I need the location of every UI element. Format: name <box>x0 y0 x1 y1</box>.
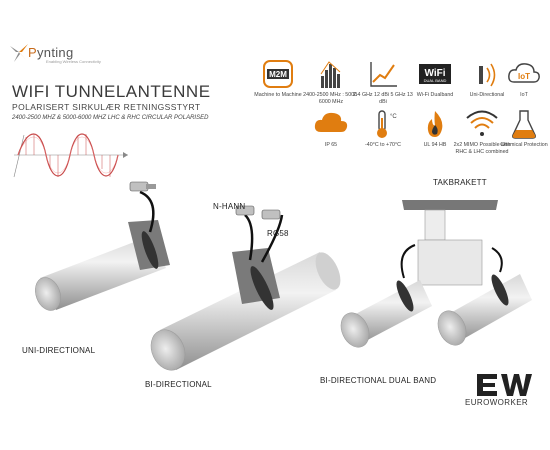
bi-directional-dual-band-label: BI-DIRECTIONAL DUAL BAND <box>320 376 437 385</box>
product-renderings <box>35 181 532 371</box>
feature-label: Chemical Protection <box>500 142 548 148</box>
brand-tagline: Enabling Wireless Connectivity <box>46 59 101 64</box>
feature-flammability: UL 94 HB <box>403 108 467 149</box>
brand-name: Pynting <box>28 45 74 60</box>
feature-label: Machine to Machine <box>254 92 302 98</box>
feature-mimo: 2x2 MIMO Possible with RHC & LHC combine… <box>450 108 514 155</box>
iot-icon: IoT <box>508 63 540 83</box>
feature-m2m: M2M Machine to Machine <box>246 58 310 99</box>
feature-wifi-dualband: WiFi DUAL BAND Wi-Fi Dualband <box>403 58 467 99</box>
feature-label: Uni-Directional <box>469 92 505 98</box>
gain-chart-icon <box>370 62 397 87</box>
feature-label: 2x2 MIMO Possible with RHC & LHC combine… <box>453 142 511 155</box>
feature-iot: IoT IoT <box>492 58 550 99</box>
bi-directional-label: BI-DIRECTIONAL <box>145 380 212 389</box>
thermometer-icon: °C <box>377 110 397 138</box>
euroworker-logo-icon <box>477 374 532 396</box>
mimo-icon <box>466 110 498 136</box>
bar-chart-icon <box>320 61 341 88</box>
feature-label: IoT <box>520 92 528 98</box>
feature-ip65: IP 65 <box>299 108 363 149</box>
chemical-flask-icon <box>512 110 536 139</box>
circular-polarisation-diagram <box>13 133 128 178</box>
feature-temperature: °C -40°C to +70°C <box>351 108 415 149</box>
svg-text:M2M: M2M <box>269 70 287 79</box>
takbrakett-label: TAKBRAKETT <box>433 178 487 187</box>
feature-frequency: 2400-2500 MHz : 5000-6000 MHz <box>299 58 363 105</box>
svg-text:DUAL BAND: DUAL BAND <box>424 78 447 83</box>
uni-directional-antenna <box>35 181 170 311</box>
uni-directional-icon <box>479 63 496 87</box>
feature-label: -40°C to +70°C <box>365 142 401 148</box>
feature-chemical: Chemical Protection <box>492 108 550 149</box>
product-spec-line: 2400-2500 MHZ & 5000-6000 MHZ LHC & RHC … <box>12 115 209 121</box>
euroworker-name: EUROWORKER <box>465 398 529 407</box>
poynting-logo-icon <box>10 44 28 62</box>
rg58-label: RG58 <box>267 229 289 238</box>
feature-label: IP 65 <box>324 142 338 148</box>
feature-label: 2400-2500 MHz : 5000-6000 MHz <box>303 92 359 105</box>
product-title: WIFI TUNNELANTENNE <box>12 82 211 101</box>
product-subtitle: POLARISERT SIRKULÆR RETNINGSSTYRT <box>12 102 201 112</box>
uni-directional-label: UNI-DIRECTIONAL <box>22 346 96 355</box>
feature-label: UL 94 HB <box>423 142 447 148</box>
flame-icon <box>427 111 443 137</box>
wifi-dualband-icon: WiFi DUAL BAND <box>419 64 451 84</box>
svg-text:WiFi: WiFi <box>424 68 445 79</box>
n-hann-label: N-HANN <box>213 202 246 211</box>
feature-label: Wi-Fi Dualband <box>416 92 454 98</box>
bi-directional-antenna <box>150 205 341 371</box>
feature-uni-directional: Uni-Directional <box>455 58 519 99</box>
svg-text:IoT: IoT <box>518 72 530 81</box>
bi-directional-dual-band-antenna <box>340 200 532 348</box>
feature-gain: 2.4 GHz 12 dBi 5 GHz 13 dBi <box>351 58 415 105</box>
feature-label: 2.4 GHz 12 dBi 5 GHz 13 dBi <box>353 92 413 105</box>
svg-text:°C: °C <box>390 114 397 120</box>
m2m-icon: M2M <box>263 60 293 88</box>
cloud-icon <box>314 112 348 132</box>
